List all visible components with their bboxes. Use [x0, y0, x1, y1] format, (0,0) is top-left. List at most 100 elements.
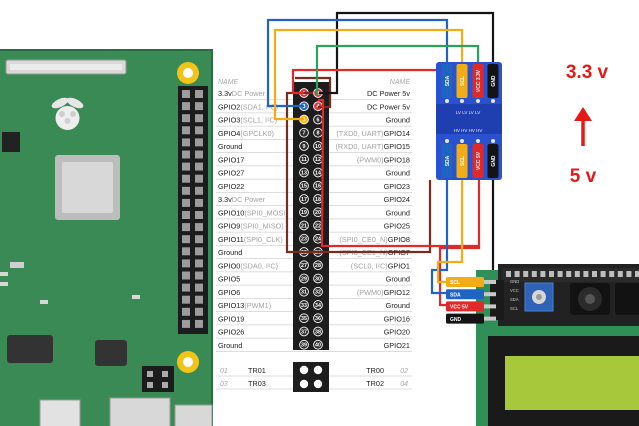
svg-text:HV HV HV HV: HV HV HV HV: [454, 128, 483, 133]
pin-alt-left: (SDA0, I²C): [240, 261, 278, 270]
pin-7: [299, 127, 309, 138]
vcc-5v-wire: [318, 98, 481, 248]
backpack-pin-label: SCL: [510, 306, 519, 311]
header-pin: [182, 319, 190, 328]
sda-wire-bottom: [430, 180, 449, 295]
pin-name-left: Ground: [218, 341, 242, 350]
pin-number: 17: [301, 197, 307, 203]
header-pin: [182, 211, 190, 219]
converter-pin-hv: [487, 144, 499, 178]
header-pin: [182, 283, 190, 292]
header-pin: [195, 102, 203, 111]
pin-number: 11: [301, 157, 307, 163]
header-pin: [195, 126, 203, 135]
pin-number: 6: [317, 117, 320, 123]
pin-name-right: Ground: [386, 116, 410, 125]
tr-name: TR03: [248, 379, 266, 388]
gpio-header-pins: [182, 90, 203, 328]
pin-number: 30: [315, 276, 321, 282]
pin-name-left: GPIO19: [218, 314, 244, 323]
tr-number: 02: [400, 368, 408, 375]
header-pin: [195, 223, 203, 232]
lcd-pin-label-box: [446, 289, 484, 300]
pin-name-right: GPIO15: [384, 142, 410, 151]
pin-name-left: GPIO2: [218, 102, 240, 111]
converter-label-hv: VCC 5V: [476, 151, 482, 170]
converter-pin-hv: [456, 144, 468, 178]
up-arrow-icon: [574, 107, 592, 146]
pin-alt-left: (GPCLK0): [240, 129, 274, 138]
tr-number: 04: [400, 381, 408, 388]
pin-alt-left: (SPI0_CLK): [244, 235, 283, 244]
converter-label-hv: SDA: [445, 155, 451, 166]
pin-31: [299, 286, 309, 297]
pin-alt-left: (SPI0_MISO): [240, 222, 283, 231]
pin-40: [313, 339, 323, 350]
scl-wire-top: [273, 28, 464, 121]
ethernet-port: [39, 399, 81, 426]
scl-wire-bottom: [436, 180, 464, 284]
pin-number: 39: [301, 343, 307, 349]
pin-alt-right: (SCL0, I²C): [351, 261, 388, 270]
pin-number: 36: [315, 316, 321, 322]
converter-label-lv: SDA: [445, 75, 451, 86]
pin-19: [299, 207, 309, 218]
header-pin: [195, 150, 203, 159]
tr-name: TR01: [248, 366, 266, 375]
pin-name-left: GPIO27: [218, 169, 244, 178]
pin-number: 3: [303, 104, 306, 110]
voltage-low-label: 5 v: [570, 166, 597, 187]
pin-name-left: GPIO26: [218, 328, 244, 337]
pin-alt-right: (RXD0, UART): [336, 142, 384, 151]
pin-name-left: 3.3v: [218, 195, 232, 204]
pin-name-left: GPIO4: [218, 129, 240, 138]
pin-23: [299, 233, 309, 244]
raspberry-pi-board: [0, 49, 213, 426]
pin-number: 19: [301, 210, 307, 216]
pin-name-left: GPIO22: [218, 182, 244, 191]
pin-alt-left: (SCL1, I²C): [240, 116, 277, 125]
header-pin: [182, 271, 190, 280]
tr-number: 03: [220, 381, 228, 388]
pin-33: [299, 300, 309, 310]
pin-number: 22: [315, 223, 321, 229]
header-pin: [195, 295, 203, 304]
header-pin: [182, 247, 190, 256]
header-pin: [195, 186, 203, 195]
header-pin: [182, 307, 190, 316]
lcd-screen: [505, 356, 639, 410]
pin-name-left: GPIO6: [218, 288, 240, 297]
converter-label-hv: SCL: [460, 156, 466, 166]
header-pin: [182, 162, 190, 171]
pin-name-left: GPIO9: [218, 222, 240, 231]
pin-alt-left: (PWM1): [244, 301, 271, 310]
converter-label-hv: GND: [491, 155, 497, 167]
pin-37: [299, 326, 309, 337]
pin-17: [299, 194, 309, 204]
header-pin: [182, 102, 190, 111]
converter-pin-lv: [441, 64, 453, 98]
header-pin: [182, 295, 190, 304]
pin-name-right: DC Power 5v: [367, 102, 410, 111]
raspberry-logo-icon: [51, 97, 84, 130]
pin-name-left: GPIO5: [218, 275, 240, 284]
converter-label-lv: GND: [491, 75, 497, 87]
pin-number: 34: [315, 303, 321, 309]
gnd-wire-top: [319, 11, 495, 95]
green-wire: [315, 44, 480, 96]
svg-text:LV LV LV LV: LV LV LV LV: [456, 110, 480, 115]
header-pin: [195, 174, 203, 183]
pin-name-right: GPIO24: [384, 195, 410, 204]
header-pin: [195, 114, 203, 123]
pin-name-right: Ground: [386, 301, 410, 310]
header-pin: [195, 162, 203, 171]
pin-number: 13: [301, 170, 307, 176]
pin-number: 31: [301, 290, 307, 296]
header-pin: [182, 235, 190, 244]
converter-pin-lv: [472, 64, 484, 98]
header-pin: [182, 90, 190, 98]
pin-number: 32: [315, 290, 321, 296]
pin-name-right: GPIO12: [384, 288, 410, 297]
pin-name-right: GPIO21: [384, 341, 410, 350]
